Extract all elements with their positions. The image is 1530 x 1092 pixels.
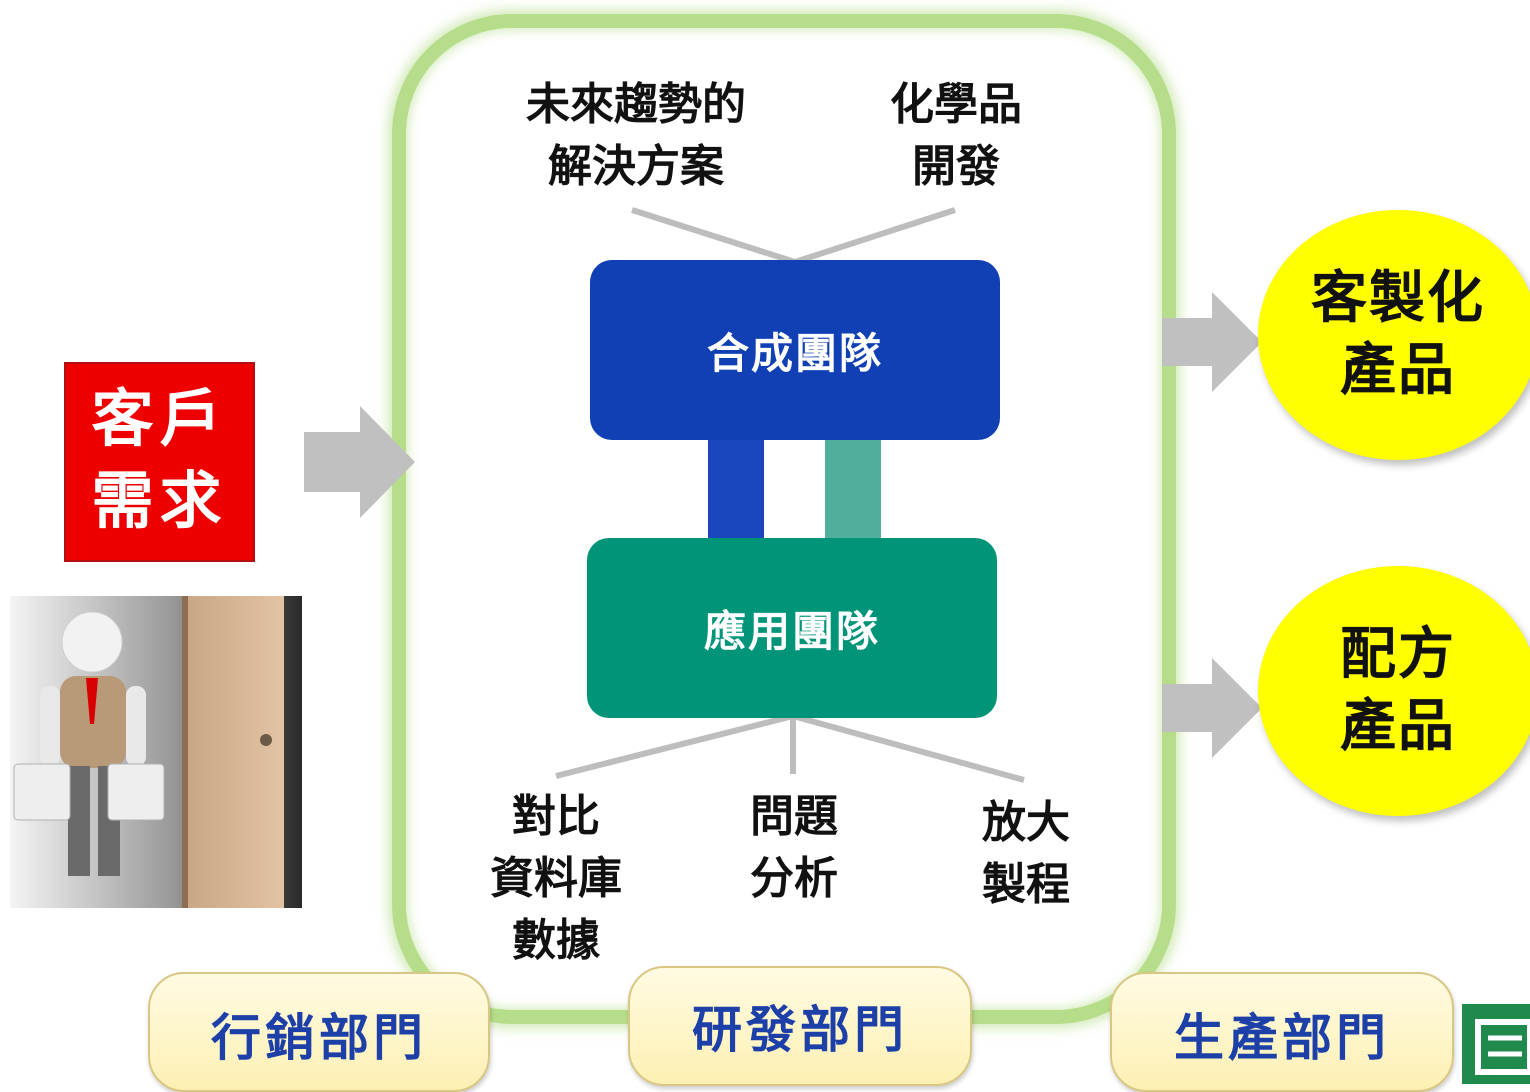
- arrow-customer-to-rnd: [304, 406, 415, 518]
- application-team-box: 應用團隊: [587, 538, 997, 718]
- formula-product-circle: 配方 產品: [1258, 566, 1530, 816]
- synthesis-team-box: 合成團隊: [590, 260, 1000, 440]
- label-problem-analysis: 問題 分析: [750, 791, 838, 904]
- label-scale-up: 放大 製程: [982, 797, 1070, 910]
- customer-request-box: 客戶 需求: [64, 362, 255, 562]
- arrow-rnd-to-customized: [1162, 292, 1262, 392]
- link-bar-blue: [708, 436, 764, 546]
- label-chem-dev: 化學品 開發: [890, 79, 1022, 192]
- rnd-frame: [392, 14, 1176, 1024]
- connector-future-trends: [631, 207, 796, 265]
- company-logo-icon: [1462, 1004, 1530, 1084]
- connector-chem-dev: [794, 207, 956, 265]
- businessman-illustration: [10, 596, 302, 908]
- dept-rnd: 研發部門: [628, 966, 972, 1086]
- link-bar-teal: [825, 436, 881, 546]
- label-future-trends: 未來趨勢的 解決方案: [526, 79, 746, 192]
- connector-comparison-db: [555, 713, 794, 779]
- label-comparison-db: 對比 資料庫 數據: [490, 791, 622, 966]
- connector-scale-up: [792, 713, 1025, 783]
- arrow-rnd-to-formula: [1162, 658, 1262, 758]
- dept-marketing: 行銷部門: [148, 972, 490, 1092]
- customized-product-circle: 客製化 產品: [1258, 210, 1530, 460]
- dept-production: 生產部門: [1110, 972, 1454, 1092]
